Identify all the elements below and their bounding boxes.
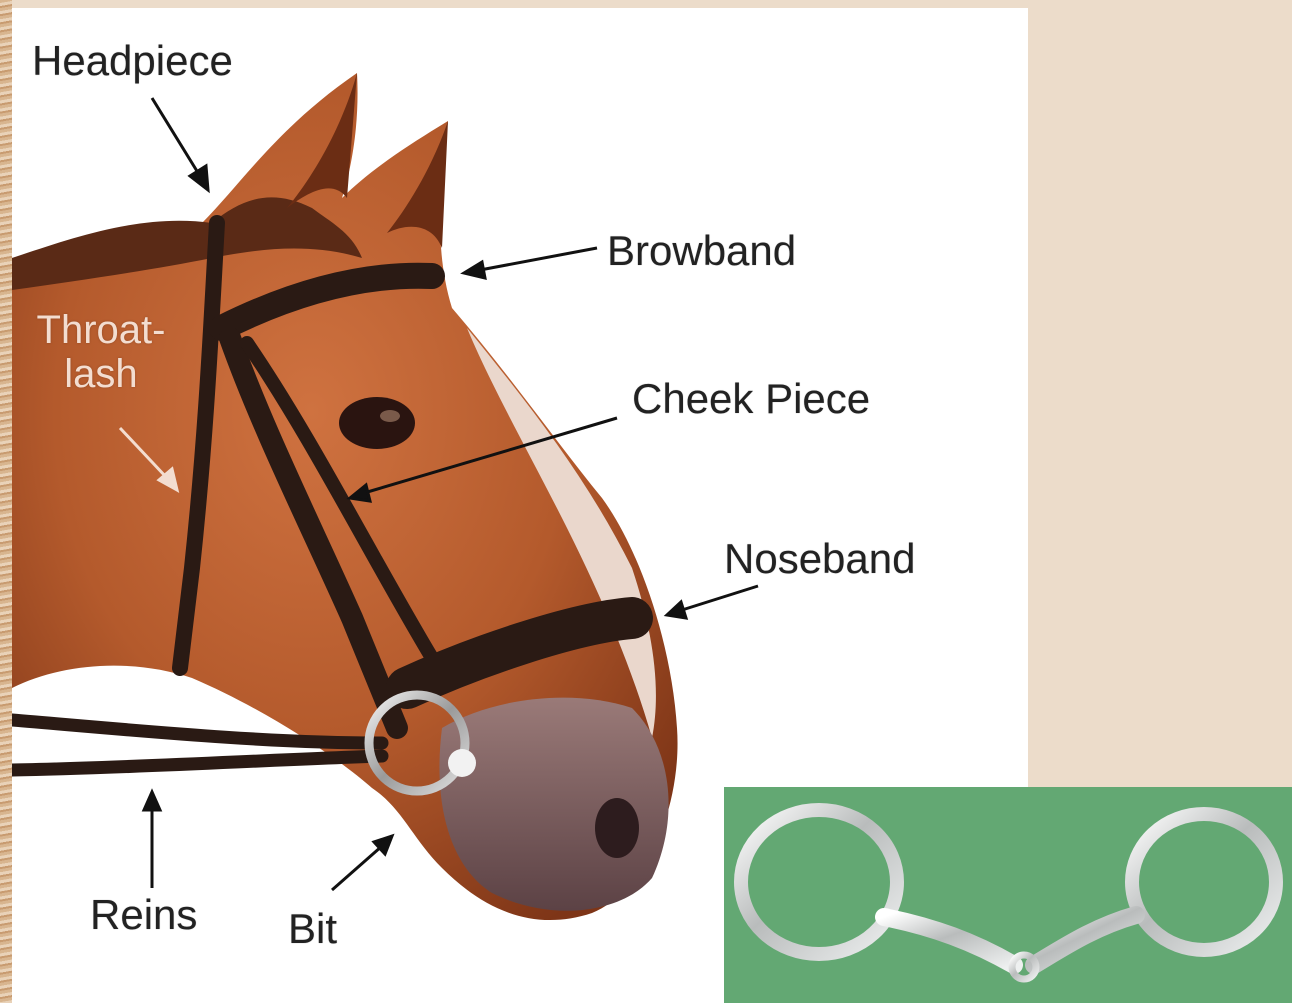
nostril-shape xyxy=(595,798,639,858)
reins-lower xyxy=(12,756,382,770)
label-browband: Browband xyxy=(607,230,796,272)
eye-highlight xyxy=(380,410,400,422)
eye-shape xyxy=(339,397,415,449)
decorative-border xyxy=(0,0,12,1003)
label-cheek-piece: Cheek Piece xyxy=(632,378,870,420)
label-throatlash-line1: Throat- xyxy=(26,308,176,352)
bit-photo-inset xyxy=(724,787,1292,1003)
label-throatlash: Throat- lash xyxy=(26,308,176,396)
label-throatlash-line2: lash xyxy=(26,352,176,396)
snaffle-bit-image xyxy=(724,787,1292,1003)
label-headpiece: Headpiece xyxy=(32,40,233,82)
bit-ring-highlight xyxy=(448,749,476,777)
label-reins: Reins xyxy=(90,894,197,936)
label-noseband: Noseband xyxy=(724,538,915,580)
label-bit: Bit xyxy=(288,908,337,950)
